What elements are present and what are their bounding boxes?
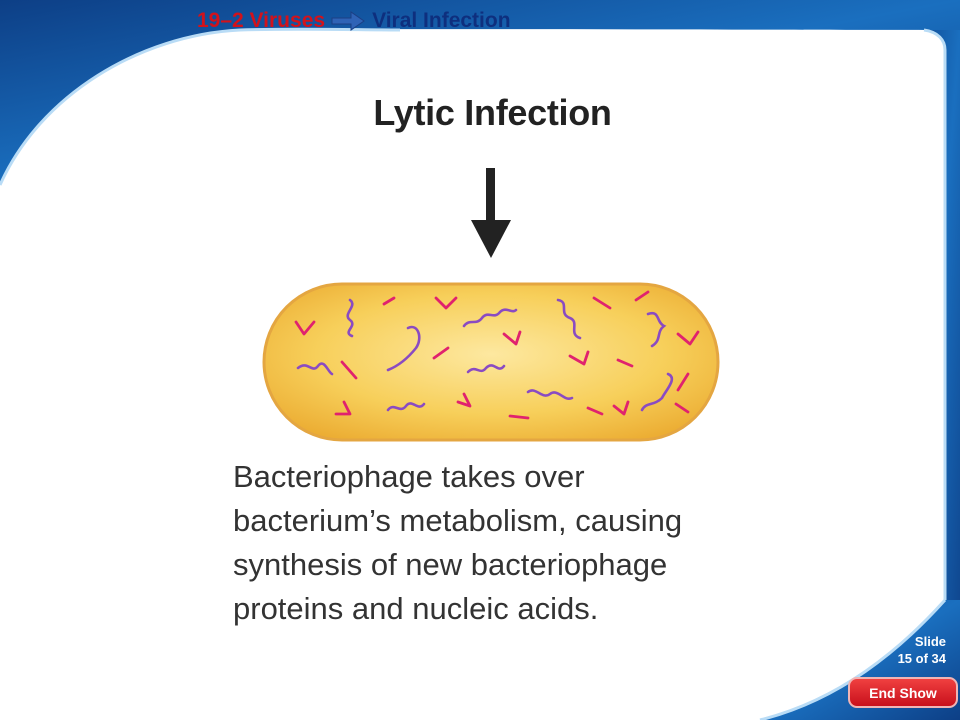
slide-position: 15 of 34 bbox=[897, 651, 946, 666]
caption-line: bacterium’s metabolism, causing bbox=[233, 503, 683, 538]
caption-line: Bacteriophage takes over bbox=[233, 459, 585, 494]
bacterium-illustration bbox=[262, 282, 720, 442]
breadcrumb: 19–2 Viruses Viral Infection bbox=[197, 8, 511, 34]
right-arrow-icon bbox=[331, 11, 365, 31]
breadcrumb-section: 19–2 Viruses bbox=[197, 9, 326, 32]
caption-line: synthesis of new bacteriophage bbox=[233, 547, 668, 582]
slide-title: Lytic Infection bbox=[373, 92, 612, 133]
end-show-button[interactable]: End Show bbox=[848, 677, 958, 708]
caption-text: Bacteriophage takes over bacterium’s met… bbox=[233, 455, 793, 631]
caption-line: proteins and nucleic acids. bbox=[233, 591, 599, 626]
slide-label: Slide bbox=[914, 634, 946, 649]
down-arrow-icon bbox=[471, 168, 511, 258]
breadcrumb-topic: Viral Infection bbox=[372, 9, 511, 32]
slide-counter: Slide 15 of 34 bbox=[898, 633, 946, 667]
